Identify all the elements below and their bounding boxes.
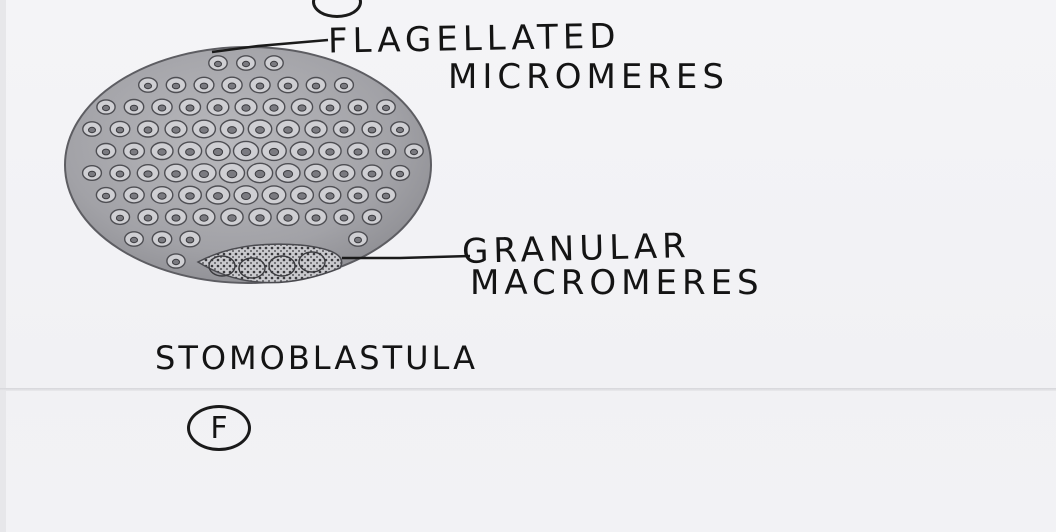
- micromere-nucleus: [131, 237, 138, 242]
- micromere-nucleus: [158, 237, 165, 243]
- micromere-nucleus: [340, 171, 348, 177]
- micromere-nucleus: [284, 215, 292, 221]
- micromere-nucleus: [271, 61, 278, 66]
- micromere-nucleus: [340, 127, 348, 133]
- micromere-nucleus: [158, 193, 166, 199]
- micromere-nucleus: [228, 215, 236, 222]
- micromere-nucleus: [214, 193, 223, 200]
- micromere-nucleus: [186, 193, 195, 200]
- micromere-nucleus: [368, 127, 376, 133]
- micromere-nucleus: [354, 105, 361, 111]
- micromere-nucleus: [383, 105, 390, 110]
- micromere-nucleus: [172, 127, 180, 133]
- micromere-nucleus: [158, 149, 166, 155]
- micromere-nucleus: [284, 83, 292, 89]
- micromere-nucleus: [397, 127, 404, 132]
- micromere-nucleus: [200, 83, 208, 89]
- micromere-nucleus: [298, 149, 307, 156]
- micromere-nucleus: [172, 171, 181, 178]
- micromere-nucleus: [116, 127, 123, 133]
- diagram-title: STOMOBLASTULA: [155, 342, 478, 374]
- micromere-nucleus: [103, 105, 110, 110]
- micromere-nucleus: [89, 127, 96, 132]
- flagellated-label-line2: MICROMERES: [448, 60, 729, 94]
- micromere-nucleus: [213, 148, 222, 155]
- micromere-nucleus: [173, 259, 180, 264]
- figure-marker-letter: F: [210, 411, 227, 446]
- micromere-nucleus: [312, 127, 320, 133]
- micromere-nucleus: [228, 83, 236, 89]
- figure-marker: F: [187, 405, 251, 451]
- micromere-nucleus: [172, 83, 179, 89]
- micromere-nucleus: [88, 171, 95, 177]
- micromere-nucleus: [227, 170, 237, 177]
- micromere-nucleus: [144, 215, 152, 221]
- micromere-nucleus: [326, 105, 334, 111]
- micromere-nucleus: [256, 83, 264, 89]
- micromere-nucleus: [312, 171, 321, 178]
- micromere-nucleus: [382, 193, 389, 199]
- micromere-nucleus: [298, 105, 306, 111]
- micromere-nucleus: [200, 127, 209, 134]
- micromere-nucleus: [130, 193, 138, 199]
- micromere-nucleus: [312, 83, 319, 89]
- micromere-nucleus: [215, 61, 222, 66]
- micromere-nucleus: [298, 193, 307, 200]
- micromere-nucleus: [382, 149, 389, 155]
- micromere-nucleus: [340, 215, 348, 221]
- micromere-nucleus: [270, 105, 278, 111]
- micromere-nucleus: [242, 105, 250, 111]
- micromere-nucleus: [283, 171, 292, 178]
- micromere-nucleus: [130, 149, 138, 155]
- micromere-nucleus: [243, 61, 250, 66]
- micromere-nucleus: [144, 171, 152, 177]
- micromere-nucleus: [411, 149, 418, 154]
- micromere-nucleus: [228, 127, 237, 134]
- micromere-nucleus: [340, 83, 347, 89]
- micromere-nucleus: [269, 148, 278, 155]
- blastula-sphere: [65, 47, 431, 283]
- micromere-nucleus: [145, 83, 152, 88]
- micromere-nucleus: [158, 105, 166, 111]
- micromere-nucleus: [116, 215, 123, 221]
- micromere-nucleus: [116, 171, 124, 177]
- micromere-nucleus: [200, 215, 208, 221]
- micromere-nucleus: [354, 149, 362, 155]
- micromere-nucleus: [354, 193, 362, 199]
- granular-label-line2: MACROMERES: [470, 266, 764, 300]
- micromere-nucleus: [242, 193, 251, 200]
- micromere-nucleus: [186, 237, 194, 243]
- micromere-nucleus: [355, 237, 362, 243]
- micromere-nucleus: [130, 105, 137, 111]
- micromere-nucleus: [255, 170, 265, 177]
- micromere-nucleus: [200, 171, 209, 178]
- flagellated-label-line1: FLAGELLATED: [328, 19, 621, 58]
- micromere-nucleus: [172, 215, 180, 221]
- micromere-nucleus: [186, 149, 195, 156]
- micromere-nucleus: [270, 193, 279, 200]
- micromere-nucleus: [256, 215, 264, 222]
- micromere-nucleus: [326, 193, 334, 199]
- micromere-nucleus: [284, 127, 293, 134]
- micromere-nucleus: [256, 127, 265, 134]
- micromere-nucleus: [144, 127, 152, 133]
- micromere-nucleus: [214, 105, 222, 111]
- micromere-nucleus: [312, 215, 320, 221]
- micromere-nucleus: [241, 148, 250, 155]
- micromere-nucleus: [102, 149, 109, 155]
- micromere-nucleus: [368, 215, 375, 221]
- micromere-nucleus: [396, 171, 403, 177]
- micromere-nucleus: [102, 193, 109, 199]
- micromere-nucleus: [186, 105, 194, 111]
- micromere-nucleus: [326, 149, 334, 155]
- micromere-nucleus: [368, 171, 376, 177]
